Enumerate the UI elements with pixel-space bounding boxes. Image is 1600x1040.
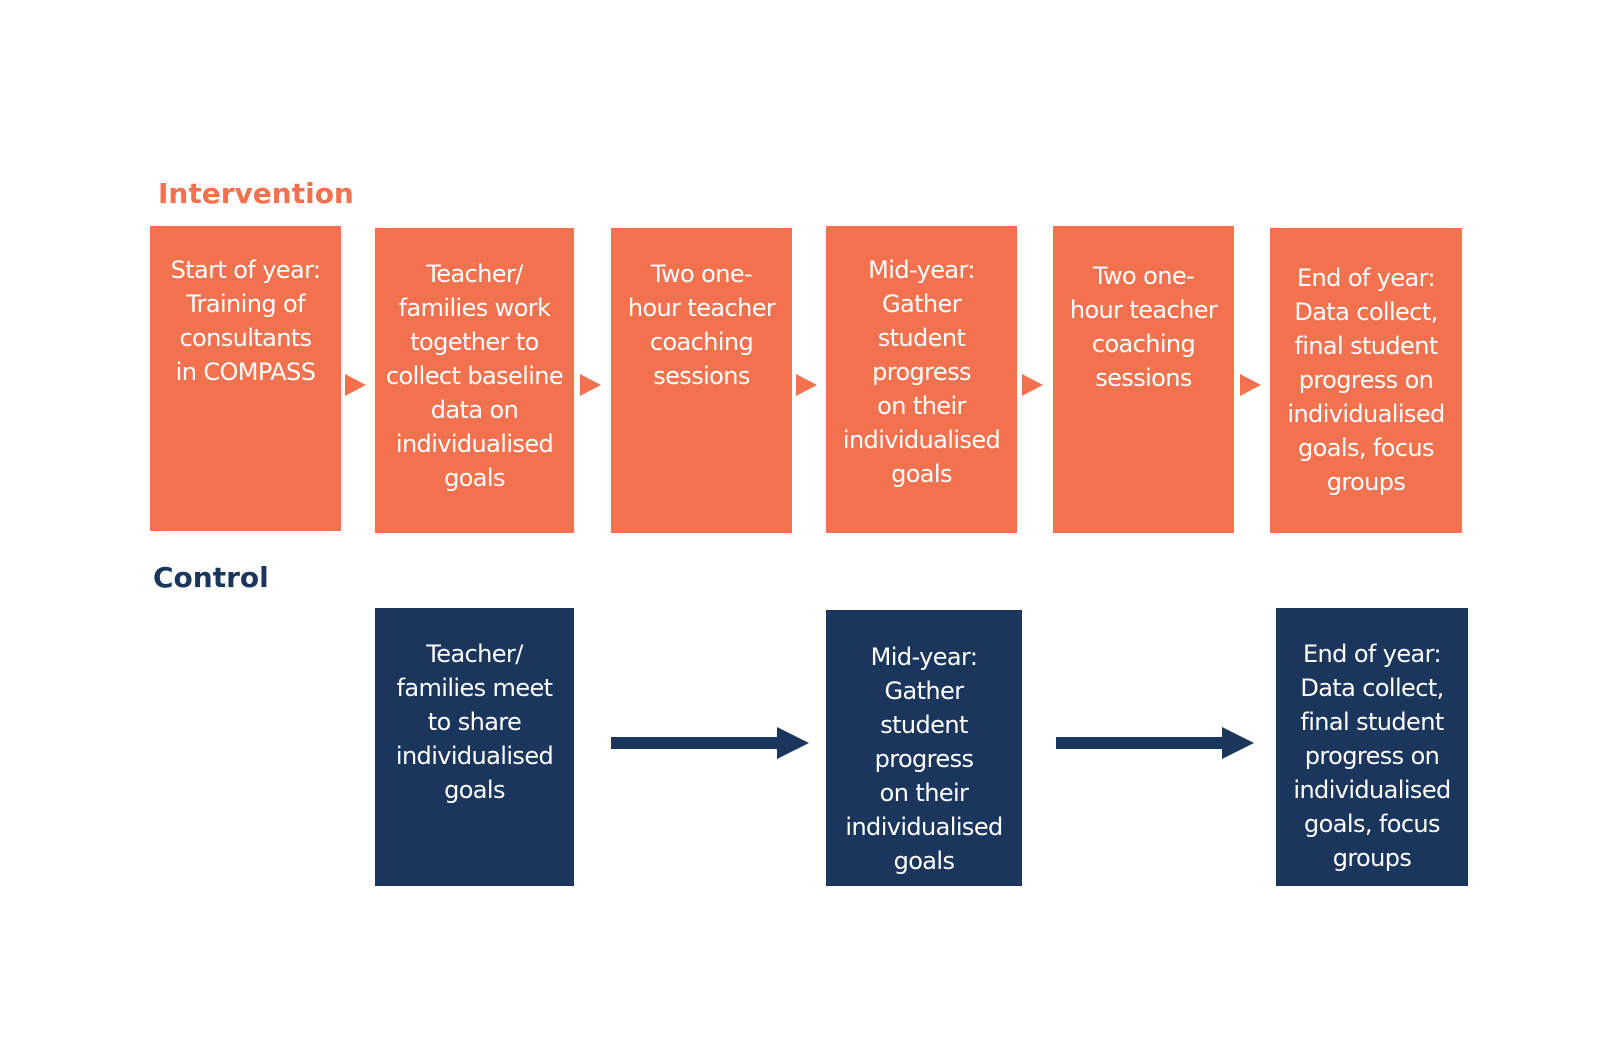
intervention-step-mid-year: Mid-year: Gather student progress on the… [826, 226, 1017, 533]
intervention-step-coaching-sessions-1: Two one- hour teacher coaching sessions [611, 228, 792, 533]
arrow-icon [580, 374, 601, 396]
arrow-icon [1240, 374, 1261, 396]
intervention-label: Intervention [158, 177, 354, 210]
control-step-mid-year: Mid-year: Gather student progress on the… [826, 610, 1022, 886]
control-step-end-of-year: End of year: Data collect, final student… [1276, 608, 1468, 886]
control-arrow-2 [1056, 727, 1254, 759]
arrow-icon [1022, 374, 1043, 396]
arrow-icon [796, 374, 817, 396]
control-step-share-goals: Teacher/ families meet to share individu… [375, 608, 574, 886]
control-label: Control [153, 561, 269, 594]
intervention-step-start-of-year: Start of year: Training of consultants i… [150, 226, 341, 531]
intervention-step-baseline-data: Teacher/ families work together to colle… [375, 228, 574, 533]
intervention-step-coaching-sessions-2: Two one- hour teacher coaching sessions [1053, 226, 1234, 533]
control-arrow-1 [611, 727, 809, 759]
intervention-step-end-of-year: End of year: Data collect, final student… [1270, 228, 1462, 533]
arrow-icon [345, 374, 366, 396]
